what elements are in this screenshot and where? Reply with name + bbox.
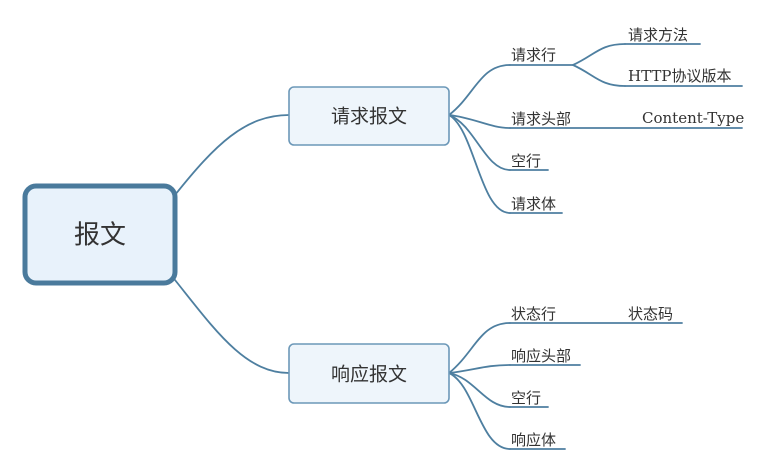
request-method-label[interactable]: 请求方法 xyxy=(628,26,688,44)
response-message-label: 响应报文 xyxy=(331,364,407,386)
connector-request-headers xyxy=(448,114,511,129)
request-headers-label[interactable]: 请求头部 xyxy=(511,110,571,128)
request-body-label[interactable]: 请求体 xyxy=(511,195,556,213)
response-headers-label[interactable]: 响应头部 xyxy=(511,347,571,365)
response-blank-label[interactable]: 空行 xyxy=(511,389,541,407)
connector-request-line xyxy=(448,64,511,116)
connector-request-body xyxy=(448,114,511,214)
root-label: 报文 xyxy=(74,221,126,251)
connector-response-status xyxy=(448,322,511,374)
request-blank-label[interactable]: 空行 xyxy=(511,152,541,170)
connector-root-response xyxy=(174,279,290,374)
connector-response-body xyxy=(448,372,511,450)
request-line-label[interactable]: 请求行 xyxy=(511,46,556,64)
connectors xyxy=(174,43,743,450)
connector-request-blank xyxy=(448,114,511,171)
status-code-label[interactable]: 状态码 xyxy=(628,305,673,323)
connector-response-headers xyxy=(448,364,511,374)
response-message-node[interactable]: 响应报文 xyxy=(288,343,450,404)
http-version-label[interactable]: HTTP协议版本 xyxy=(628,67,731,85)
status-line-label[interactable]: 状态行 xyxy=(511,305,556,323)
connector-response-blank xyxy=(448,372,511,408)
request-message-node[interactable]: 请求报文 xyxy=(288,86,450,146)
connector-http-version xyxy=(572,64,626,87)
connector-request-method xyxy=(572,43,626,66)
root-node[interactable]: 报文 xyxy=(22,183,178,286)
content-type-label[interactable]: Content-Type xyxy=(642,109,744,127)
response-body-label[interactable]: 响应体 xyxy=(511,431,556,449)
connector-root-request xyxy=(174,114,290,196)
request-message-label: 请求报文 xyxy=(331,106,407,128)
